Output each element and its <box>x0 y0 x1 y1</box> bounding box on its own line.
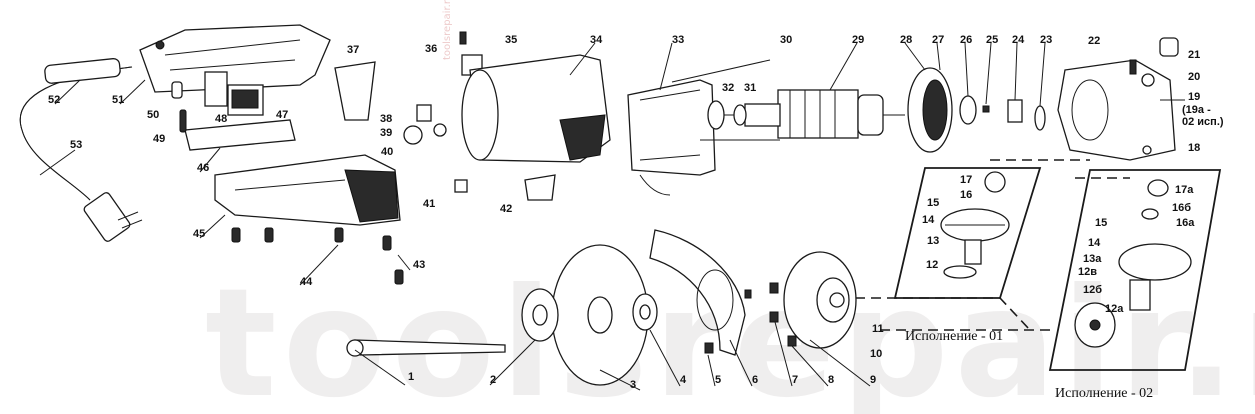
label-6: 6 <box>752 374 758 386</box>
label-14: 14 <box>922 214 935 226</box>
caption-variant-01: Исполнение - 01 <box>905 329 1003 344</box>
end-cover <box>334 61 376 121</box>
label-29: 29 <box>852 34 864 46</box>
label-13a: 13а <box>1083 253 1102 265</box>
label-45: 45 <box>193 228 205 240</box>
label-44: 44 <box>300 276 313 288</box>
label-52: 52 <box>48 94 60 106</box>
bearing-plate-parts <box>907 67 1046 153</box>
label-32: 32 <box>722 82 734 94</box>
label-11: 11 <box>872 323 884 335</box>
label-31: 31 <box>744 82 756 94</box>
label-12a: 12а <box>1105 303 1124 315</box>
label-37: 37 <box>347 44 359 56</box>
label-28: 28 <box>900 34 912 46</box>
label-4: 4 <box>680 374 687 386</box>
label-7: 7 <box>792 374 798 386</box>
bracket <box>524 174 556 201</box>
label-33: 33 <box>672 34 684 46</box>
label-8: 8 <box>828 374 834 386</box>
label-16a: 16а <box>1176 217 1195 229</box>
label-19-note: (19а - <box>1182 104 1211 116</box>
lower-housing-half <box>214 154 401 226</box>
label-20: 20 <box>1188 71 1200 83</box>
variant-02-frame <box>1048 169 1222 371</box>
flange-assembly <box>769 251 857 349</box>
label-14-v2: 14 <box>1088 237 1101 249</box>
label-23: 23 <box>1040 34 1052 46</box>
label-17: 17 <box>960 174 972 186</box>
label-21: 21 <box>1188 49 1200 61</box>
label-25: 25 <box>986 34 998 46</box>
label-35: 35 <box>505 34 517 46</box>
label-9: 9 <box>870 374 876 386</box>
label-53: 53 <box>70 139 82 151</box>
switch-bar <box>184 119 296 151</box>
upper-housing-half <box>139 24 331 93</box>
label-17a: 17а <box>1175 184 1194 196</box>
bolt-7 <box>744 289 752 299</box>
label-34: 34 <box>590 34 603 46</box>
label-12b: 12б <box>1083 284 1102 296</box>
power-cord <box>19 58 143 242</box>
variant-01-frame <box>893 167 1042 299</box>
label-13: 13 <box>927 235 939 247</box>
switch-block <box>204 71 264 116</box>
label-26: 26 <box>960 34 972 46</box>
label-48: 48 <box>215 113 227 125</box>
label-41: 41 <box>423 198 435 210</box>
wheel-guard <box>649 229 746 356</box>
stator <box>627 79 716 196</box>
label-27: 27 <box>932 34 944 46</box>
label-15-v2: 15 <box>1095 217 1107 229</box>
label-3: 3 <box>630 379 636 391</box>
label-16b: 16б <box>1172 202 1191 214</box>
label-50: 50 <box>147 109 159 121</box>
long-screws <box>671 59 780 141</box>
label-40: 40 <box>381 146 393 158</box>
spanner-wrench <box>346 339 506 357</box>
label-19-note-2: 02 исп.) <box>1182 116 1224 128</box>
label-5: 5 <box>715 374 721 386</box>
label-51: 51 <box>112 94 124 106</box>
label-10: 10 <box>870 348 882 360</box>
label-22: 22 <box>1088 35 1100 47</box>
armature <box>720 89 905 139</box>
label-36: 36 <box>425 43 437 55</box>
bolt-5 <box>704 342 714 354</box>
label-12: 12 <box>926 259 938 271</box>
flange-nut-washer <box>521 288 658 342</box>
label-42: 42 <box>500 203 512 215</box>
watermark-small-text: toolsrepair.ru <box>442 0 453 60</box>
label-12v: 12в <box>1078 266 1097 278</box>
label-30: 30 <box>780 34 792 46</box>
label-24: 24 <box>1012 34 1025 46</box>
label-43: 43 <box>413 259 425 271</box>
label-1: 1 <box>408 371 414 383</box>
gear-housing <box>1057 37 1179 161</box>
small-parts-left <box>171 81 404 285</box>
label-2: 2 <box>490 374 496 386</box>
label-18: 18 <box>1188 142 1200 154</box>
label-39: 39 <box>380 127 392 139</box>
motor-housing <box>461 54 611 163</box>
label-38: 38 <box>380 113 392 125</box>
label-15: 15 <box>927 197 939 209</box>
label-47: 47 <box>276 109 288 121</box>
bearings-31-32 <box>707 100 747 130</box>
label-16: 16 <box>960 189 972 201</box>
label-49: 49 <box>153 133 165 145</box>
leader-lines <box>39 42 1185 391</box>
label-19: 19 <box>1188 91 1200 103</box>
caption-variant-02: Исполнение - 02 <box>1055 386 1153 401</box>
